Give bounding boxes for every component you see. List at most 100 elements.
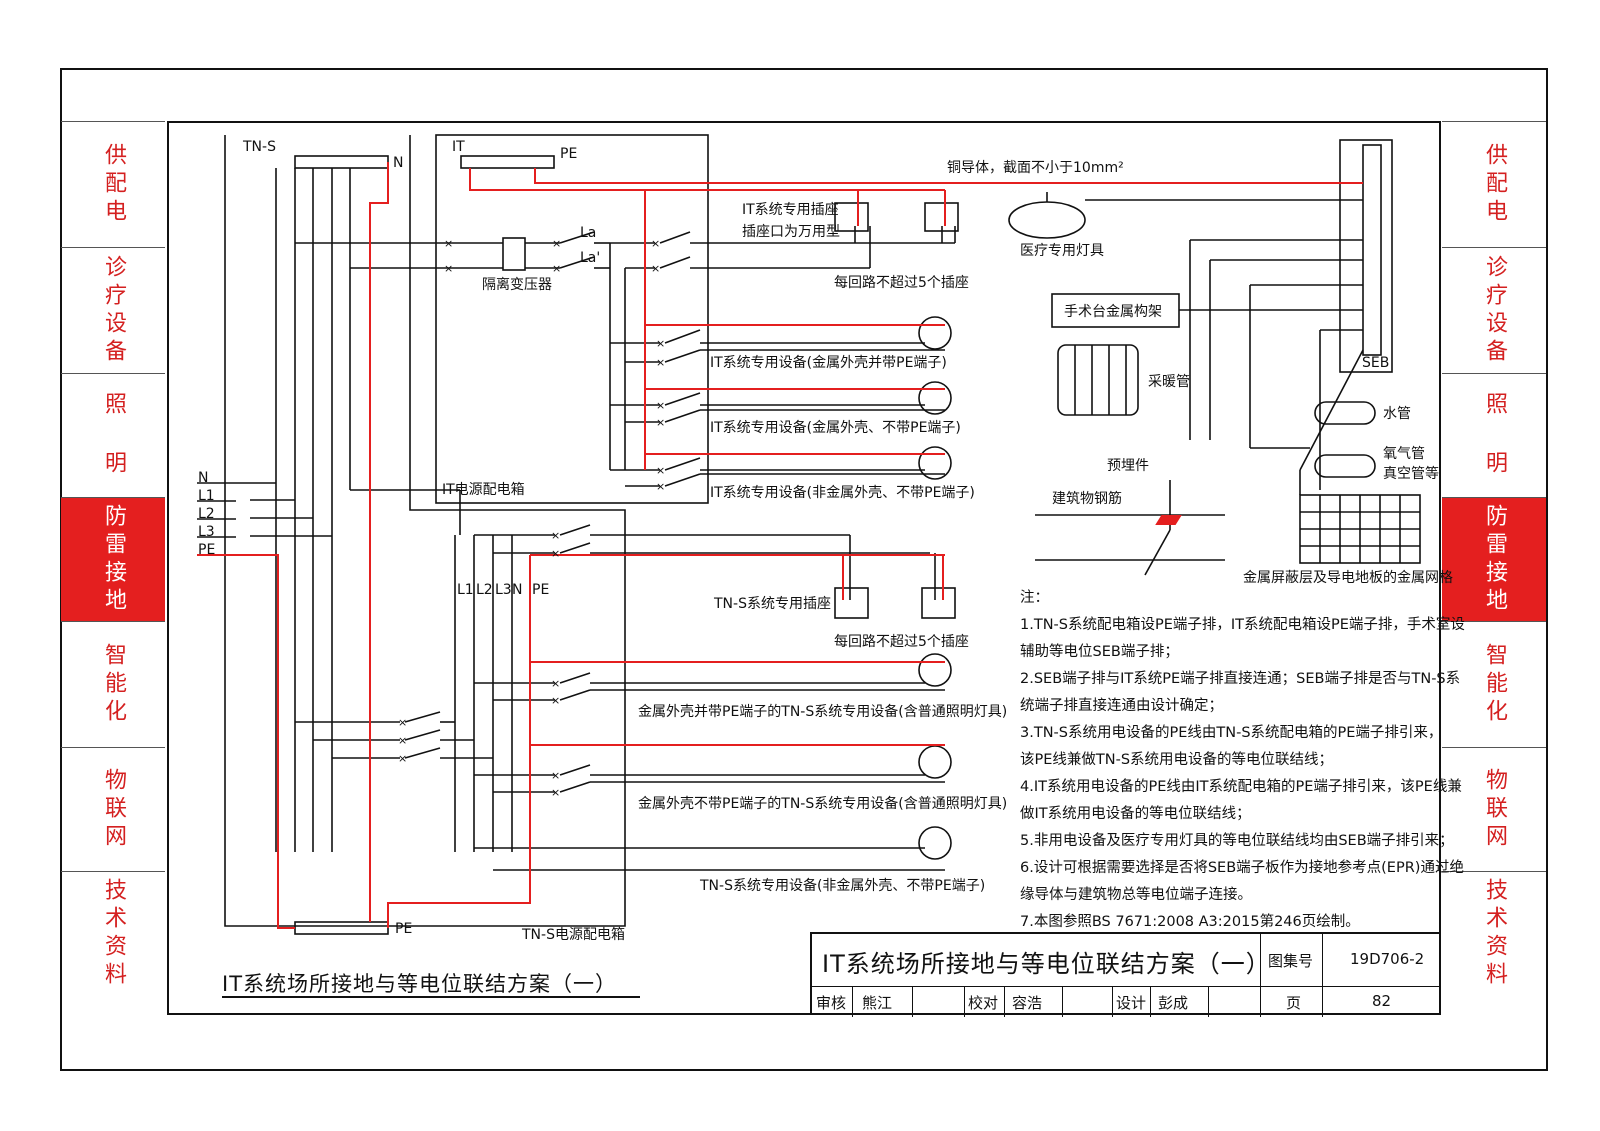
pe-conductors: [197, 162, 1363, 929]
bus-l2: L2: [476, 582, 493, 598]
side-tab-label: 照 明: [1482, 392, 1507, 479]
incoming-l1: L1: [198, 488, 215, 504]
side-tab-label: 供配电: [1482, 142, 1507, 227]
it-label: IT: [452, 139, 465, 155]
rebar-label: 建筑物钢筋: [1052, 490, 1122, 507]
seb-box: [1339, 139, 1393, 373]
svg-text:×: ×: [552, 262, 561, 275]
review-label: 审核: [816, 994, 847, 1012]
title-block-divider: [964, 986, 965, 1017]
svg-text:×: ×: [551, 677, 560, 690]
heater-label: 采暖管: [1148, 374, 1190, 390]
water-pipe-icon: [1314, 401, 1376, 425]
svg-text:×: ×: [656, 399, 665, 412]
title-block-divider: [1260, 986, 1261, 1017]
side-tab-label: 诊疗设备: [101, 254, 126, 367]
svg-text:×: ×: [651, 262, 660, 275]
mesh-label: 金属屏蔽层及导电地板的金属网格: [1243, 570, 1453, 586]
seb-terminal-bar: [1362, 144, 1382, 356]
transformer-label: 隔离变压器: [482, 276, 552, 293]
svg-text:×: ×: [551, 547, 560, 560]
bus-pe: PE: [532, 582, 549, 598]
atlas-no-label: 图集号: [1268, 952, 1314, 970]
checker: 容浩: [1012, 994, 1043, 1012]
right-tab-1[interactable]: 诊疗设备: [1442, 247, 1546, 373]
left-tab-0[interactable]: 供配电: [61, 121, 165, 247]
it-device-2: [918, 381, 952, 415]
note-line-12: 7.本图参照BS 7671:2008 A3:2015第246页绘制。: [1020, 914, 1360, 930]
gas-pipe-icon: [1314, 454, 1376, 478]
right-tab-2[interactable]: 照 明: [1442, 373, 1546, 497]
title-block-title: IT系统场所接地与等电位联结方案（一）: [822, 950, 1271, 978]
svg-text:×: ×: [398, 752, 407, 765]
tns-device-1: [918, 653, 952, 687]
bus-n: N: [512, 582, 522, 598]
tns-device-label-3: TN-S系统专用设备(非金属外壳、不带PE端子): [699, 877, 985, 894]
it-pe-label: PE: [560, 146, 577, 162]
it-device-label-3: IT系统专用设备(非金属外壳、不带PE端子): [710, 484, 975, 501]
incoming-pe: PE: [198, 542, 215, 558]
svg-text:×: ×: [398, 734, 407, 747]
title-block-divider: [1260, 934, 1261, 986]
right-tab-6[interactable]: 技术资料: [1442, 871, 1546, 995]
gas-label-2: 真空管等: [1383, 465, 1439, 482]
it-box-outline: [435, 134, 709, 504]
n-label: N: [393, 155, 403, 171]
right-tab-4[interactable]: 智能化: [1442, 621, 1546, 747]
incoming-l2: L2: [198, 506, 215, 522]
left-tab-5[interactable]: 物联网: [61, 747, 165, 871]
it-pe-terminal: [460, 155, 555, 169]
la2-label: La': [580, 250, 600, 266]
right-tab-column: 供配电诊疗设备照 明防雷接地智能化物联网技术资料: [1442, 121, 1546, 1015]
left-tab-6[interactable]: 技术资料: [61, 871, 165, 995]
tns-socket-2: [921, 587, 956, 619]
side-tab-label: 物联网: [101, 767, 126, 852]
copper-label: 铜导体，截面不小于10mm²: [947, 160, 1124, 176]
seb-label: SEB: [1362, 355, 1389, 371]
incoming-l3: L3: [198, 524, 215, 540]
left-tab-3[interactable]: 防雷接地: [61, 497, 165, 621]
left-tab-2[interactable]: 照 明: [61, 373, 165, 497]
right-tab-0[interactable]: 供配电: [1442, 121, 1546, 247]
tns-device-label-2: 金属外壳不带PE端子的TN-S系统专用设备(含普通照明灯具): [638, 795, 1007, 812]
note-line-3: 2.SEB端子排与IT系统PE端子排直接连通；SEB端子排是否与TN-S系: [1020, 671, 1461, 687]
svg-text:×: ×: [551, 694, 560, 707]
tns-socket-label: TN-S系统专用插座: [713, 596, 831, 612]
check-label: 校对: [968, 994, 999, 1012]
it-max5-label: 每回路不超过5个插座: [834, 275, 969, 291]
it-device-1: [918, 316, 952, 350]
page-number: 82: [1372, 992, 1392, 1010]
tns-box-outline: [224, 135, 626, 927]
notes-block: 注：1.TN-S系统配电箱设PE端子排，IT系统配电箱设PE端子排，手术室设 辅…: [1020, 585, 1465, 936]
designer: 彭成: [1158, 994, 1189, 1012]
right-tab-5[interactable]: 物联网: [1442, 747, 1546, 871]
note-line-5: 3.TN-S系统用电设备的PE线由TN-S系统配电箱的PE端子排引来，: [1020, 725, 1443, 741]
it-device-label-1: IT系统专用设备(金属外壳并带PE端子): [710, 354, 947, 371]
title-block-row-2: 审核 熊江 校对 容浩 设计 彭成 页 82: [812, 986, 1441, 1017]
tns-max5-label: 每回路不超过5个插座: [834, 634, 969, 650]
tns-n-terminal: [294, 155, 389, 169]
bus-l1: L1: [457, 582, 474, 598]
reviewer: 熊江: [862, 994, 893, 1012]
svg-text:×: ×: [656, 337, 665, 350]
side-tab-label: 防雷接地: [1482, 503, 1507, 616]
note-line-6: 该PE线兼做TN-S系统用电设备的等电位联结线；: [1020, 752, 1334, 768]
side-tab-label: 物联网: [1482, 767, 1507, 852]
left-tab-4[interactable]: 智能化: [61, 621, 165, 747]
lamp-label: 医疗专用灯具: [1020, 243, 1104, 259]
water-label: 水管: [1383, 406, 1411, 422]
title-block-divider: [1208, 986, 1209, 1017]
title-block-divider: [1150, 986, 1151, 1017]
svg-text:×: ×: [656, 356, 665, 369]
note-line-7: 4.IT系统用电设备的PE线由IT系统配电箱的PE端子排引来，该PE线兼: [1020, 779, 1462, 795]
svg-text:×: ×: [656, 480, 665, 493]
tns-device-label-1: 金属外壳并带PE端子的TN-S系统专用设备(含普通照明灯具): [638, 703, 1007, 720]
left-tab-column: 供配电诊疗设备照 明防雷接地智能化物联网技术资料: [61, 121, 165, 1015]
left-tab-1[interactable]: 诊疗设备: [61, 247, 165, 373]
right-tab-3[interactable]: 防雷接地: [1442, 497, 1546, 621]
side-tab-label: 智能化: [1482, 642, 1507, 727]
frame-label: 手术台金属构架: [1064, 304, 1162, 320]
side-tab-label: 照 明: [101, 392, 126, 479]
note-line-10: 6.设计可根据需要选择是否将SEB端子板作为接地参考点(EPR)通过绝: [1020, 860, 1464, 876]
